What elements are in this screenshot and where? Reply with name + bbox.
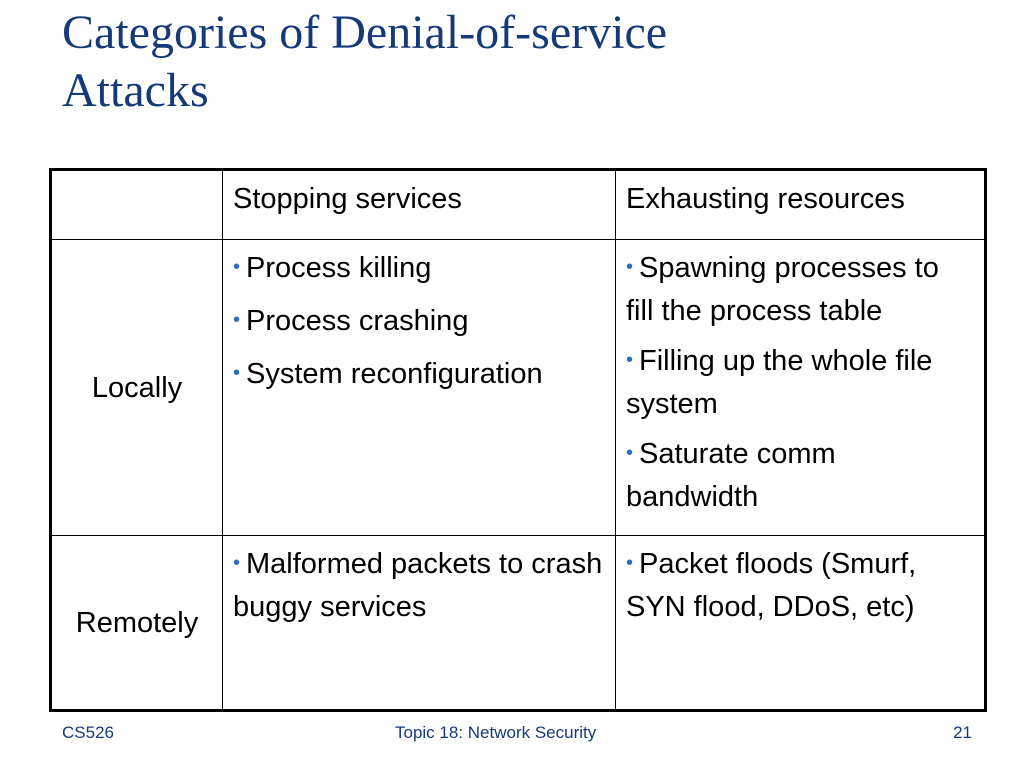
bullet-icon: •: [233, 309, 241, 331]
bullet-icon: •: [626, 442, 634, 464]
list-item-text: Process crashing: [246, 305, 469, 337]
row-label-locally: Locally: [50, 239, 223, 536]
list-item-text: Malformed packets to crash buggy service…: [233, 548, 603, 623]
footer-topic: Topic 18: Network Security: [395, 723, 597, 742]
header-cell-stopping: Stopping services: [222, 169, 616, 240]
list-item: •Packet floods (Smurf, SYN flood, DDoS, …: [626, 544, 974, 627]
list-item: •Spawning processes to fill the process …: [626, 248, 974, 331]
footer-page-number: 21: [953, 723, 972, 742]
list-item-text: System reconfiguration: [246, 358, 543, 390]
list-item-text: Saturate comm bandwidth: [626, 438, 836, 513]
header-cell-exhausting: Exhausting resources: [615, 169, 986, 240]
header-cell-empty: [50, 169, 223, 240]
cell-remotely-exhausting: •Packet floods (Smurf, SYN flood, DDoS, …: [615, 535, 986, 711]
bullet-icon: •: [626, 349, 634, 371]
list-item: •System reconfiguration: [233, 354, 605, 397]
list-item: •Process crashing: [233, 301, 605, 344]
cell-remotely-stopping: •Malformed packets to crash buggy servic…: [222, 535, 616, 711]
table-header-row: Stopping services Exhausting resources: [50, 169, 986, 240]
list-item: •Saturate comm bandwidth: [626, 434, 974, 517]
bullet-icon: •: [626, 256, 634, 278]
bullet-icon: •: [233, 552, 241, 574]
slide-title: Categories of Denial-of-service Attacks: [62, 4, 962, 120]
table-row-locally: Locally •Process killing •Process crashi…: [50, 239, 986, 536]
slide-title-line-1: Categories of Denial-of-service: [62, 6, 668, 59]
slide-title-line-2: Attacks: [62, 64, 209, 117]
bullet-icon: •: [626, 552, 634, 574]
table-row-remotely: Remotely •Malformed packets to crash bug…: [50, 535, 986, 711]
list-item: •Malformed packets to crash buggy servic…: [233, 544, 605, 627]
list-item-text: Process killing: [246, 252, 432, 284]
list-item: •Filling up the whole file system: [626, 341, 974, 424]
footer-course: CS526: [62, 723, 114, 742]
row-label-remotely: Remotely: [50, 535, 223, 711]
list-item-text: Filling up the whole file system: [626, 345, 933, 420]
cell-locally-stopping: •Process killing •Process crashing •Syst…: [222, 239, 616, 536]
list-item-text: Packet floods (Smurf, SYN flood, DDoS, e…: [626, 548, 917, 623]
bullet-icon: •: [233, 256, 241, 278]
list-item: •Process killing: [233, 248, 605, 291]
bullet-icon: •: [233, 362, 241, 384]
list-item-text: Spawning processes to fill the process t…: [626, 252, 939, 327]
dos-categories-table: Stopping services Exhausting resources L…: [49, 168, 987, 712]
cell-locally-exhausting: •Spawning processes to fill the process …: [615, 239, 986, 536]
